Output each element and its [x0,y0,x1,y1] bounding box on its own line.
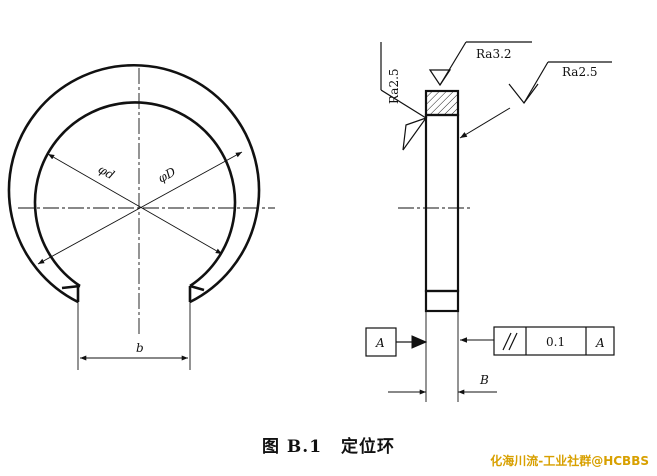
fcf-frame [493,326,615,356]
ring-outer-edge [7,63,261,304]
side-view [365,41,615,402]
roughness-leader-right [523,61,549,104]
roughness-leader-top [439,41,467,86]
roughness-text-right: Ra2.5 [562,65,598,79]
hatched-section [424,89,460,117]
front-view [7,63,275,370]
roughness-symbol-left [402,116,428,151]
dim-line-outer-diameter [37,151,243,265]
fcf-datum: A [595,336,605,350]
label-diam-inner: φd [96,162,117,182]
roughness-text-left: Ra2.5 [387,68,401,104]
roughness-arrow-right [459,107,511,139]
roughness-leader-left [380,89,427,119]
datum-letter: A [375,336,385,350]
figure-title: 定位环 [340,437,395,457]
label-thickness-B: B [479,373,489,387]
label-diam-outer: φD [156,164,179,185]
fcf-tolerance: 0.1 [546,335,565,349]
figure-caption: 图 B.1 定位环 [0,432,657,457]
roughness-text-top: Ra3.2 [476,47,512,61]
figure-number: 图 B.1 [262,437,323,457]
roughness-symbol-top [428,69,452,87]
datum-triangle [411,335,428,349]
gap-right-cut [189,284,205,292]
parallelism-icon [502,332,518,351]
ring-inner-edge [33,101,237,288]
side-gap-segment [424,289,460,313]
side-body [424,113,460,293]
dim-line-inner-diameter [47,153,223,255]
watermark: 化海川流-工业社群@HCBBS [490,454,649,468]
label-gap-b: b [136,341,144,355]
